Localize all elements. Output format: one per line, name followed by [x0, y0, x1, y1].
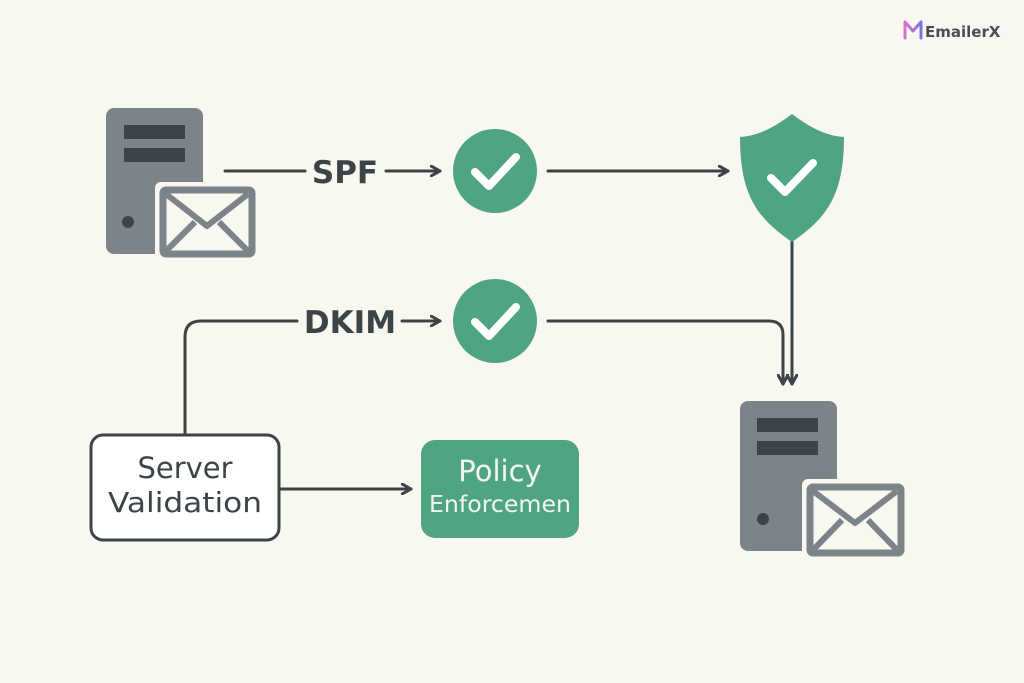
spf-check-icon: [453, 129, 537, 213]
server-validation-line2: Validation: [108, 486, 262, 519]
brand-logo: EmailerX: [903, 20, 1001, 41]
dkim-check-to-receiver-arrow: [546, 319, 783, 386]
server-validation-line1: Server: [137, 451, 232, 485]
connectors: [183, 171, 792, 489]
policy-line1: Policy: [458, 454, 541, 488]
spf-label: SPF: [312, 155, 378, 191]
receiver-mail-server-icon: [740, 401, 909, 561]
validation-to-dkim-line: [183, 319, 299, 435]
sender-mail-server-icon: [106, 108, 260, 262]
brand-name: EmailerX: [925, 23, 1001, 41]
dkim-label: DKIM: [304, 305, 396, 341]
emailerx-logo-icon: [903, 20, 923, 40]
policy-enforcement-box: Policy Enforcemen: [421, 440, 579, 538]
dkim-check-icon: [453, 279, 537, 363]
server-validation-box: Server Validation: [89, 433, 281, 542]
shield-check-icon: [740, 114, 844, 242]
policy-line2: Enforcemen: [429, 492, 571, 518]
